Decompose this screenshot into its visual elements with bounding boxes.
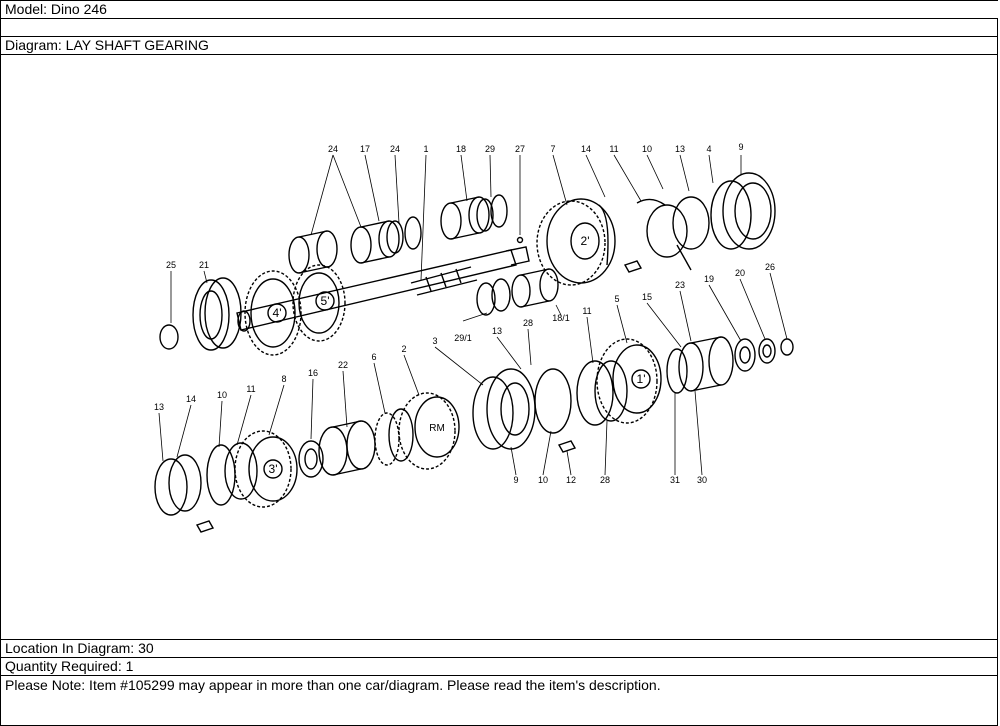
callout-23: 23 — [675, 280, 685, 290]
blank-row — [0, 18, 998, 37]
synchro-ring-10-lower — [534, 368, 572, 434]
callout-24a: 24 — [328, 144, 338, 154]
bearing-29 — [476, 194, 508, 232]
callout-20: 20 — [735, 268, 745, 278]
callout-18: 18 — [456, 144, 466, 154]
gear-1prime — [596, 338, 662, 424]
key-12 — [557, 440, 577, 453]
callout-15: 15 — [642, 292, 652, 302]
location-label: Location In Diagram: 30 — [5, 640, 154, 656]
needle-bearing-17 — [350, 220, 400, 264]
lay-shaft-exploded-diagram: 24 17 24 1 18 29 27 7 14 11 10 13 4 9 25… — [154, 142, 794, 533]
gear-2prime — [536, 198, 616, 286]
callout-18-1: 18/1 — [552, 313, 570, 323]
callout-3: 3 — [432, 336, 437, 346]
bearing-29-1 — [476, 278, 511, 316]
bearing-18 — [440, 196, 490, 240]
callout-1: 1 — [423, 144, 428, 154]
diagram-title-row: Diagram: LAY SHAFT GEARING — [0, 36, 998, 55]
callout-11: 11 — [609, 144, 618, 154]
sleeve-9 — [710, 172, 776, 250]
callout-10c: 10 — [538, 475, 548, 485]
callout-4: 4 — [706, 144, 711, 154]
lay-shaft-1 — [236, 246, 530, 332]
synchro-11-28-lower — [576, 360, 628, 426]
callout-11b: 11 — [582, 306, 591, 316]
callout-9b: 9 — [513, 475, 518, 485]
callout-31: 31 — [670, 475, 680, 485]
callout-8: 8 — [281, 374, 286, 384]
callout-26: 26 — [765, 262, 775, 272]
diagram-image-frame: 24 17 24 1 18 29 27 7 14 11 10 13 4 9 25… — [0, 54, 998, 640]
bearing-15-23 — [666, 336, 734, 394]
callout-11c: 11 — [246, 384, 255, 394]
needle-bearing-24b — [386, 216, 422, 254]
spacer-19 — [734, 338, 756, 372]
note-row: Please Note: Item #105299 may appear in … — [0, 675, 998, 726]
callout-24b: 24 — [390, 144, 400, 154]
bearing-22 — [318, 420, 376, 476]
callout-10: 10 — [642, 144, 652, 154]
callout-14: 14 — [581, 144, 591, 154]
callout-27: 27 — [515, 144, 525, 154]
gear-mark-rm: RM — [429, 423, 445, 434]
synchro-assembly-upper — [636, 196, 710, 271]
callout-13c: 13 — [154, 402, 164, 412]
callout-13b: 13 — [492, 326, 502, 336]
nut-20 — [758, 338, 776, 364]
ring-14 — [598, 204, 609, 266]
note-text: Please Note: Item #105299 may appear in … — [5, 677, 661, 693]
washer-16 — [298, 440, 324, 478]
callout-28b: 28 — [600, 475, 610, 485]
gear-mark-5: 5' — [321, 294, 330, 308]
callout-16: 16 — [308, 368, 318, 378]
sleeve-3-9 — [472, 368, 536, 450]
callout-6: 6 — [371, 352, 376, 362]
callout-22: 22 — [338, 360, 348, 370]
callout-9: 9 — [738, 142, 743, 152]
callout-5: 5 — [614, 294, 619, 304]
diagram-title: Diagram: LAY SHAFT GEARING — [5, 37, 209, 53]
bearing-21 — [192, 277, 242, 351]
gear-2-reverse — [398, 392, 460, 470]
circlip-25 — [159, 324, 179, 350]
callout-29: 29 — [485, 144, 495, 154]
gear-4prime — [244, 270, 302, 356]
callout-14b: 14 — [186, 394, 196, 404]
gear-5prime — [292, 264, 346, 342]
gear-3prime — [234, 430, 298, 508]
model-row: Model: Dino 246 — [0, 0, 998, 19]
callout-10b: 10 — [217, 390, 227, 400]
location-row: Location In Diagram: 30 — [0, 639, 998, 658]
key-lower-left — [195, 520, 215, 533]
circlip-26 — [780, 338, 794, 356]
quantity-row: Quantity Required: 1 — [0, 657, 998, 676]
quantity-label: Quantity Required: 1 — [5, 658, 134, 674]
callout-2: 2 — [401, 344, 406, 354]
needle-bearing-24a — [288, 230, 338, 274]
callout-12: 12 — [566, 475, 576, 485]
callout-7: 7 — [550, 144, 555, 154]
ball-27 — [516, 236, 524, 244]
callout-19: 19 — [704, 274, 714, 284]
callout-21: 21 — [199, 260, 209, 270]
callout-25: 25 — [166, 260, 176, 270]
callout-13: 13 — [675, 144, 685, 154]
callout-17: 17 — [360, 144, 370, 154]
gear-mark-2: 2' — [581, 234, 590, 248]
gear-mark-3: 3' — [269, 462, 278, 476]
synchro-ring-10-11 — [206, 442, 258, 506]
callout-30: 30 — [697, 475, 707, 485]
key-upper — [623, 260, 643, 273]
gear-6 — [374, 408, 414, 466]
callout-28: 28 — [523, 318, 533, 328]
gear-mark-1: 1' — [637, 372, 646, 386]
model-label: Model: Dino 246 — [5, 1, 107, 17]
spring-rings-13-14 — [154, 454, 202, 516]
bearing-18-1 — [511, 268, 559, 308]
callout-29-1: 29/1 — [454, 333, 472, 343]
gear-mark-4: 4' — [273, 306, 282, 320]
